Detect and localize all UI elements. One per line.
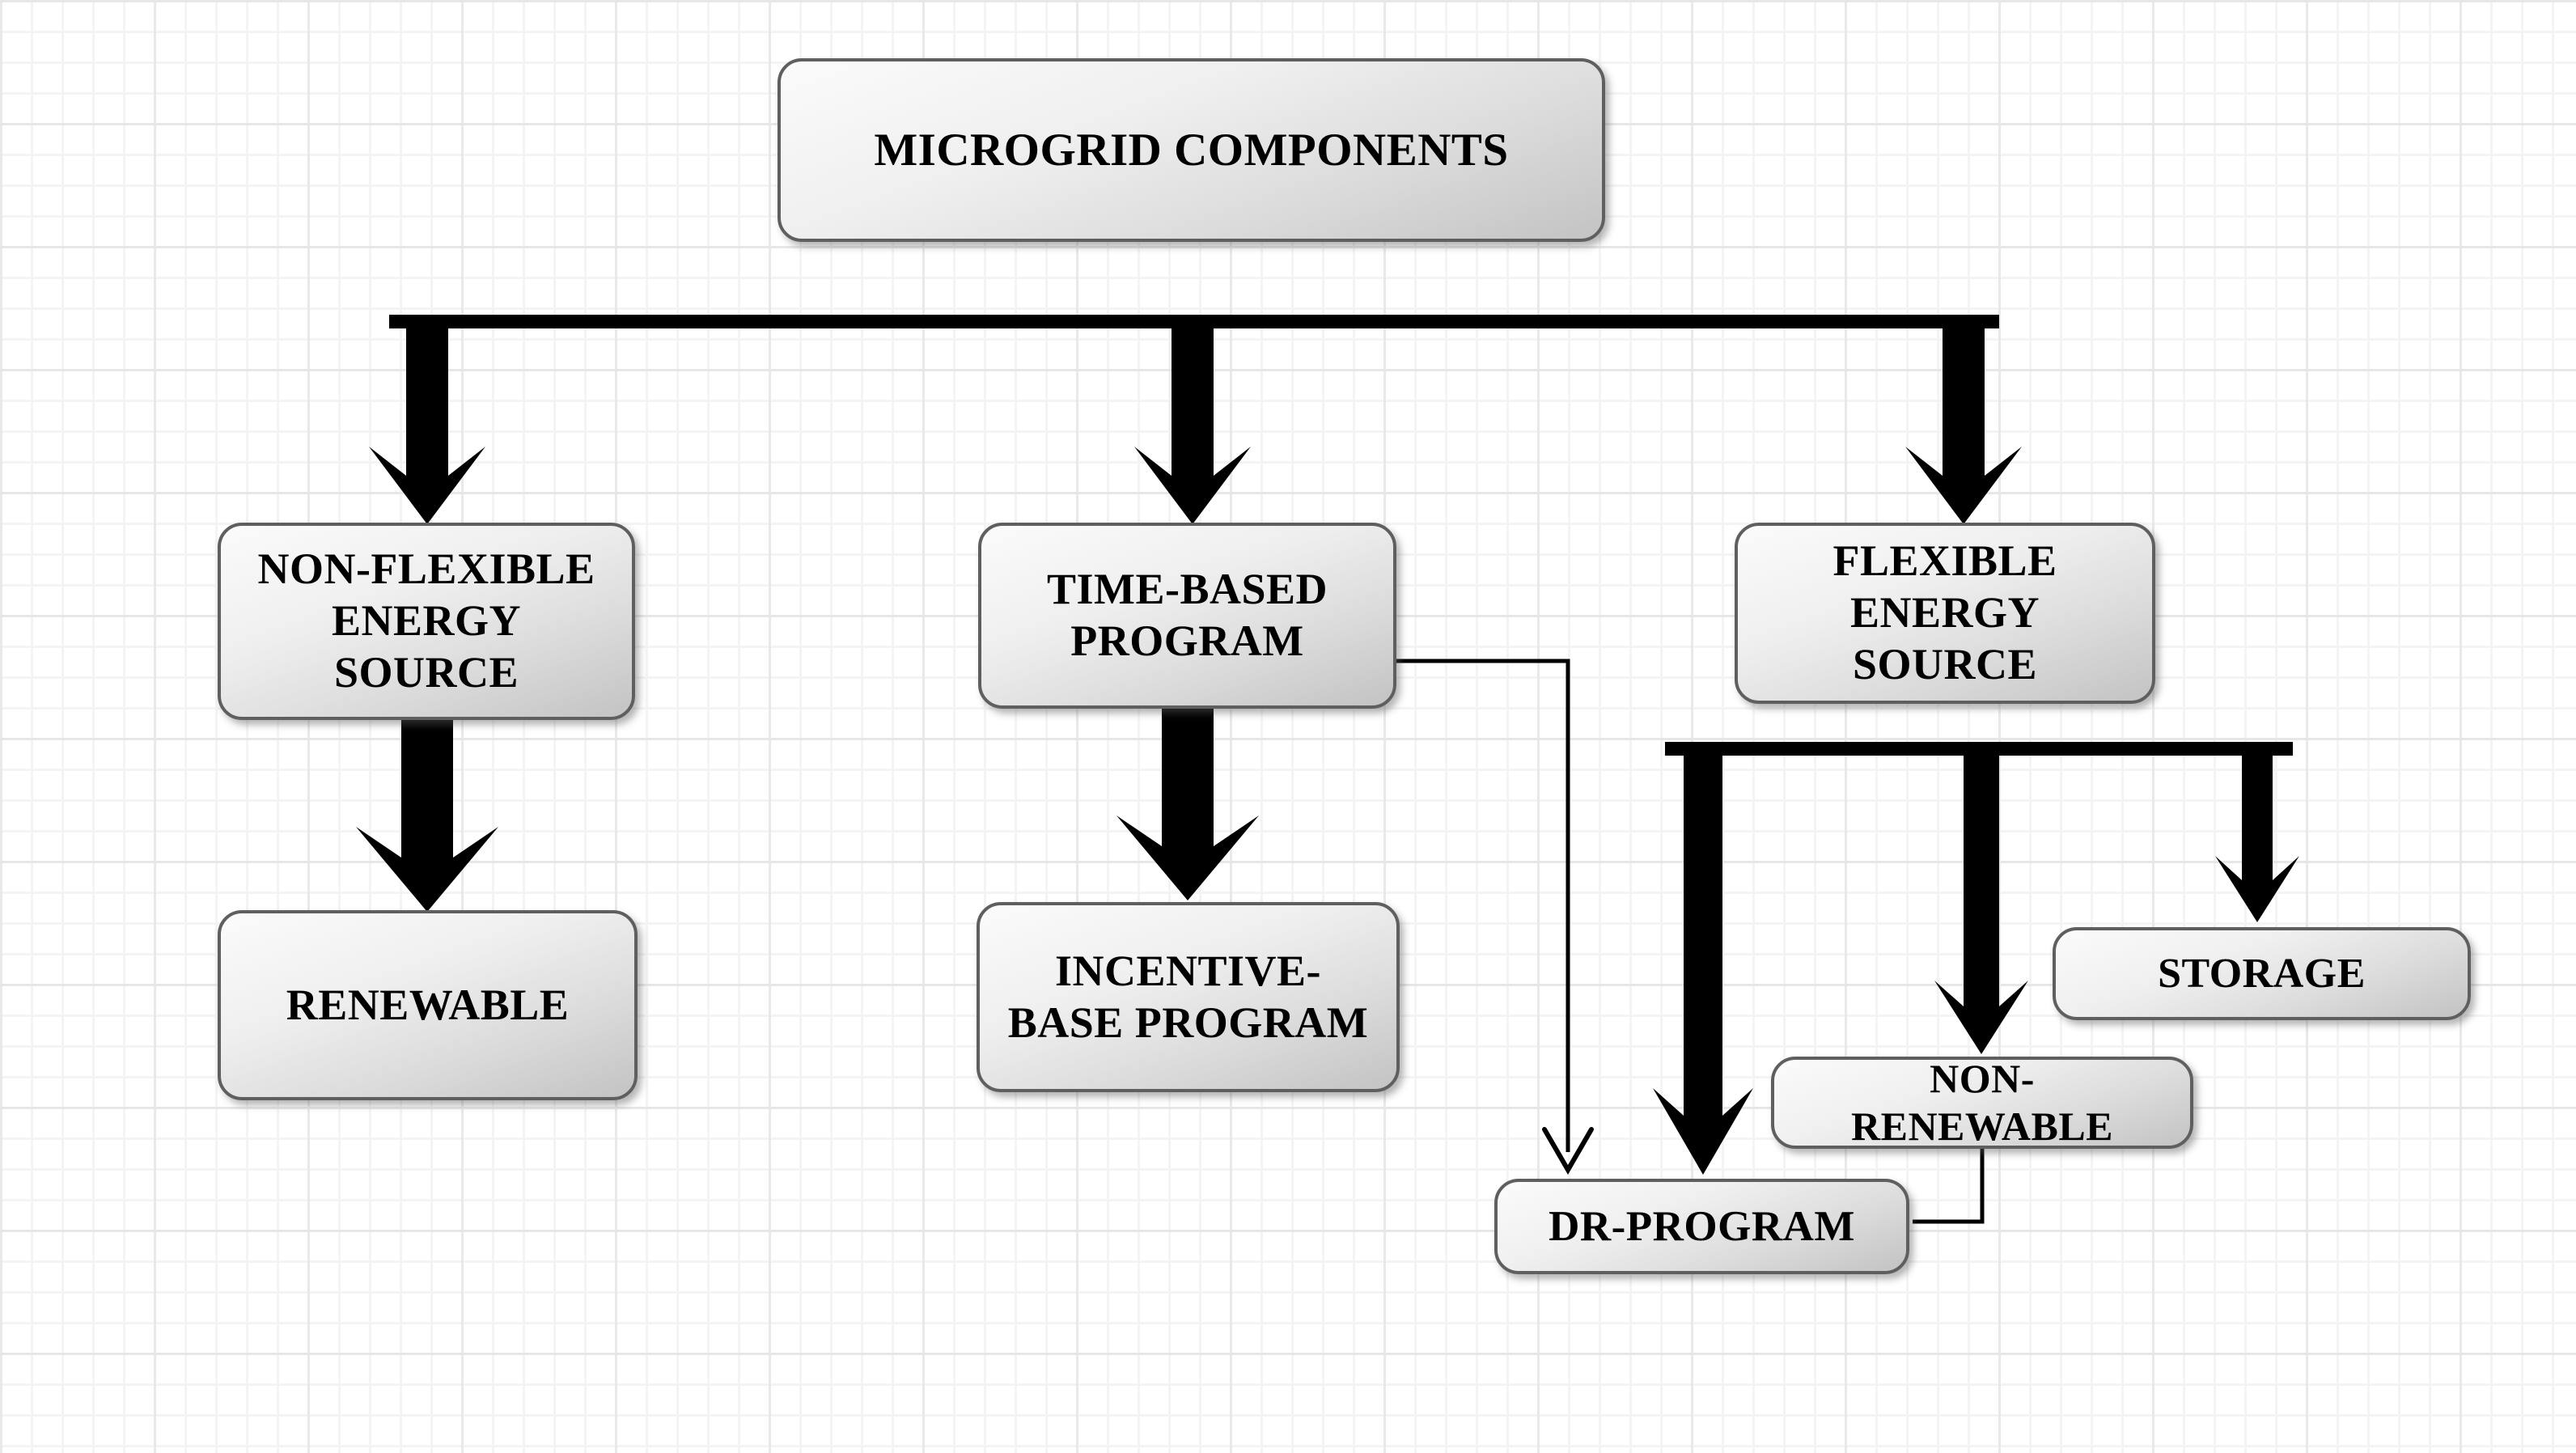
arrow-flexible-to-non-renewable	[1934, 755, 2028, 1054]
node-flexible-energy-source: FLEXIBLE ENERGY SOURCE	[1735, 523, 2155, 704]
connector-time-based-to-dr-program	[1396, 659, 1570, 1152]
node-line: NON-FLEXIBLE	[257, 544, 595, 594]
arrow-bus-to-time-based	[1134, 328, 1251, 524]
arrow-non-flexible-to-renewable	[356, 720, 498, 912]
node-line: SOURCE	[333, 647, 519, 697]
node-line: INCENTIVE-	[1054, 946, 1322, 995]
node-non-flexible-energy-source: NON-FLEXIBLE ENERGY SOURCE	[218, 523, 635, 720]
node-line: DR-PROGRAM	[1549, 1202, 1855, 1250]
node-line: NON-	[1930, 1056, 2035, 1101]
node-storage: STORAGE	[2053, 927, 2471, 1020]
connector-non-renewable-to-dr-program	[1913, 1149, 1985, 1224]
node-line: MICROGRID COMPONENTS	[874, 124, 1509, 176]
node-line: SOURCE	[1852, 639, 2038, 688]
node-line: RENEWABLE	[286, 980, 570, 1029]
node-line: FLEXIBLE	[1832, 536, 2057, 586]
node-non-renewable: NON- RENEWABLE	[1771, 1056, 2193, 1149]
node-line: RENEWABLE	[1850, 1104, 2114, 1149]
arrow-bus-to-flexible	[1905, 328, 2022, 524]
arrowhead-time-based-to-dr-program	[1542, 1127, 1594, 1175]
node-line: TIME-BASED	[1046, 565, 1328, 614]
arrow-flexible-to-dr-program	[1653, 755, 1753, 1175]
node-line: BASE PROGRAM	[1007, 998, 1369, 1047]
arrow-time-based-to-incentive	[1116, 709, 1259, 900]
bus-line-main	[389, 315, 1999, 328]
arrow-bus-to-non-flexible	[369, 328, 485, 524]
node-line: STORAGE	[2158, 950, 2366, 997]
node-renewable: RENEWABLE	[218, 910, 638, 1100]
node-microgrid-components: MICROGRID COMPONENTS	[777, 58, 1605, 242]
node-incentive-base-program: INCENTIVE- BASE PROGRAM	[977, 902, 1400, 1092]
bus-line-flexible	[1665, 742, 2293, 756]
node-line: ENERGY	[331, 596, 522, 646]
node-line: PROGRAM	[1070, 616, 1304, 665]
node-time-based-program: TIME-BASED PROGRAM	[978, 523, 1396, 709]
node-dr-program: DR-PROGRAM	[1494, 1179, 1909, 1274]
arrow-flexible-to-storage	[2215, 755, 2299, 922]
node-line: ENERGY	[1849, 588, 2040, 638]
